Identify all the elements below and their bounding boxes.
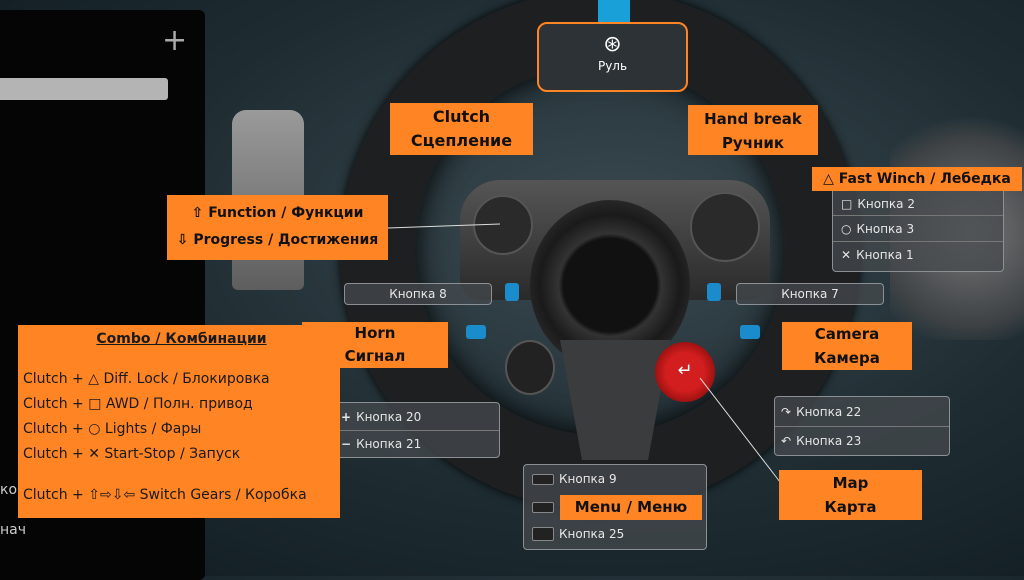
fast-winch-text: Fast Winch / Лебедка [838,171,1011,187]
horn-en: Horn [354,324,396,342]
menu-text: Menu / Меню [574,498,688,516]
add-icon[interactable]: + [162,23,188,58]
plus-minus-dial[interactable] [505,340,555,395]
button-label: Кнопка 8 [389,287,447,301]
combo-line: Clutch + ✕ Start-Stop / Запуск [23,446,241,462]
function-label: ⇧ Function / Функции ⇩ Progress / Достиж… [167,195,388,260]
button-label: Кнопка 2 [857,197,915,211]
map-ru: Карта [824,498,877,516]
options-icon [532,501,554,513]
square-icon: □ [841,197,853,211]
button-row[interactable]: ✕ Кнопка 1 [833,241,1003,267]
enter-dial[interactable]: ↵ [655,342,715,402]
button-row[interactable]: Кнопка 9 [524,465,706,493]
map-en: Map [832,474,869,492]
button-row[interactable]: Кнопка 25 [524,521,706,547]
button-row[interactable]: −Кнопка 21 [337,430,499,457]
list-fragment: нач [0,522,27,538]
progress-text: Progress / Достижения [193,232,379,248]
horn-ru: Сигнал [344,347,406,365]
button-label: Кнопка 1 [856,247,914,262]
rotate-ccw-icon: ↶ [781,434,792,448]
cross-icon: ✕ [841,247,852,262]
button-7-box[interactable]: Кнопка 7 [736,283,884,305]
button-label: Кнопка 3 [856,221,915,236]
combo-title: Combo / Комбинации [96,331,267,347]
camera-ru: Камера [814,349,880,367]
button-row[interactable] [524,493,706,521]
minus-icon: − [341,437,352,451]
wheel-button[interactable]: ⊛ Руль [537,22,688,92]
rotate-panel: ↷ Кнопка 22 ↶ Кнопка 23 [774,396,950,456]
face-buttons-panel: □ Кнопка 2 ○ Кнопка 3 ✕ Кнопка 1 [832,186,1004,272]
combo-line: Clutch + ⇧⇨⇩⇦ Switch Gears / Коробка [23,487,307,503]
clutch-en: Clutch [432,107,491,126]
r3-button[interactable] [707,283,721,301]
menu-label: Menu / Меню [560,495,702,520]
button-label: Кнопка 22 [796,404,862,419]
face-buttons[interactable] [690,192,760,262]
button-row[interactable]: ↶ Кнопка 23 [775,426,949,455]
arrow-down-icon: ⇩ [176,232,194,248]
hand-break-en: Hand break [704,110,802,128]
r2-button[interactable] [740,325,760,339]
button-row[interactable]: + Кнопка 20 [337,403,499,430]
top-marker [598,0,630,22]
camera-en: Camera [814,325,880,343]
button-row[interactable]: □ Кнопка 2 [833,187,1003,215]
playstation-icon [532,527,554,541]
button-label: Кнопка 7 [781,287,839,301]
clutch-ru: Сцепление [410,131,513,150]
button-label: Кнопка 21 [356,437,422,451]
fast-winch-label: △ Fast Winch / Лебедка [812,167,1022,191]
share-icon [532,473,554,485]
function-text: Function / Функции [208,205,364,221]
button-label: Кнопка 23 [796,434,862,448]
combo-line: Clutch + ○ Lights / Фары [23,421,202,437]
button-label: Кнопка 25 [559,527,625,541]
triangle-icon: △ [823,171,839,187]
wheel-label: Руль [597,59,628,73]
button-row[interactable]: ○ Кнопка 3 [833,215,1003,241]
button-8-box[interactable]: Кнопка 8 [344,283,492,305]
plus-minus-panel: + Кнопка 20 −Кнопка 21 [336,402,500,458]
hand-break-ru: Ручник [721,134,785,152]
search-bar[interactable] [0,78,168,100]
button-label: Кнопка 9 [559,472,617,486]
combo-panel: Combo / Комбинации Clutch + △ Diff. Lock… [18,325,340,518]
rotate-cw-icon: ↷ [781,404,792,419]
list-fragment: ко [0,482,18,498]
l2-button[interactable] [466,325,486,339]
steering-wheel-icon: ⊛ [603,32,622,57]
l3-button[interactable] [505,283,519,301]
combo-line: Clutch + △ Diff. Lock / Блокировка [23,371,270,387]
combo-line: Clutch + □ AWD / Полн. привод [23,396,253,412]
arrow-up-icon: ⇧ [191,205,209,221]
circle-icon: ○ [841,221,852,236]
button-row[interactable]: ↷ Кнопка 22 [775,397,949,426]
button-label: Кнопка 20 [356,409,422,424]
plus-icon: + [341,409,352,424]
